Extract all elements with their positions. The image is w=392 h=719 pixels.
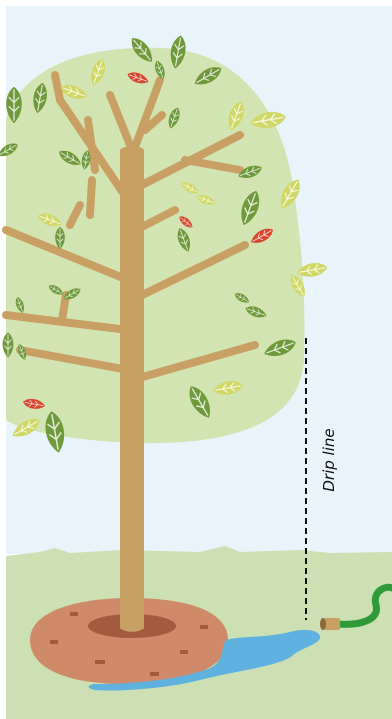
tree-trunk: [120, 146, 144, 632]
drip-line-label: Drip line: [320, 428, 338, 491]
